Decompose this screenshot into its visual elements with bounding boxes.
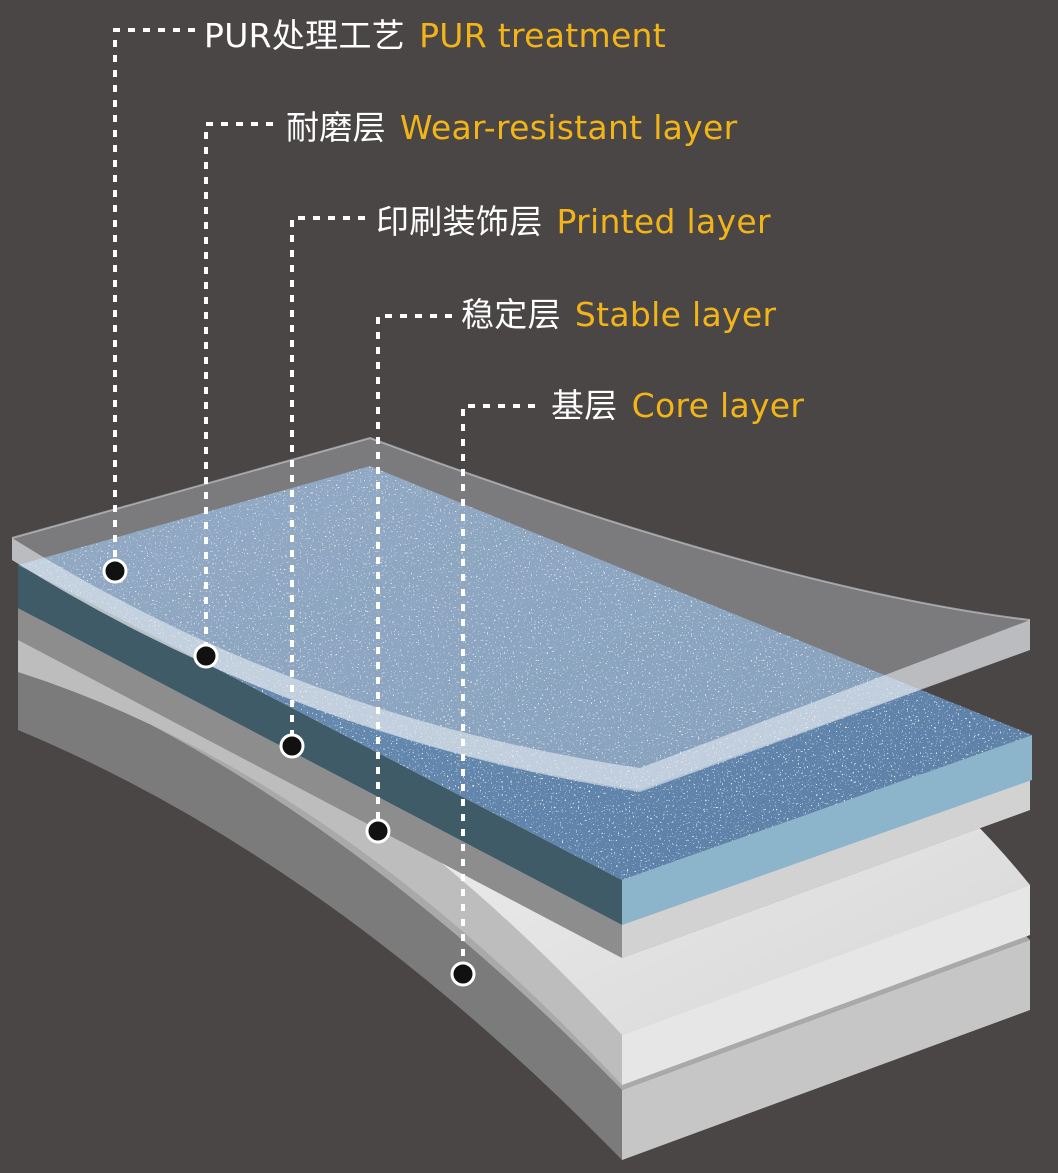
- markers: [102, 558, 476, 987]
- label-wear-cn: 耐磨层: [286, 108, 386, 147]
- marker-core: [450, 961, 476, 987]
- leader-line-pur: [113, 28, 195, 570]
- printed-layer-base-stripe: [18, 608, 1030, 958]
- label-core: 基层 Core layer: [551, 389, 804, 422]
- label-pur: PUR处理工艺 PUR treatment: [204, 19, 666, 52]
- label-stable-en: Stable layer: [574, 295, 777, 334]
- leader-line-wear: [204, 122, 273, 655]
- label-core-en: Core layer: [631, 386, 805, 425]
- marker-wear: [193, 643, 219, 669]
- label-wear-en: Wear-resistant layer: [399, 108, 738, 147]
- marker-pur: [102, 558, 128, 584]
- marker-printed: [279, 733, 305, 759]
- label-core-cn: 基层: [551, 386, 618, 425]
- label-printed-en: Printed layer: [556, 202, 771, 241]
- label-stable: 稳定层 Stable layer: [461, 298, 776, 331]
- leader-line-printed: [290, 216, 365, 745]
- label-pur-en: PUR treatment: [419, 16, 667, 55]
- label-pur-cn: PUR处理工艺: [204, 16, 406, 55]
- marker-stable: [365, 818, 391, 844]
- label-printed: 印刷装饰层 Printed layer: [376, 205, 771, 238]
- label-stable-cn: 稳定层: [461, 295, 561, 334]
- label-printed-cn: 印刷装饰层: [376, 202, 543, 241]
- label-wear: 耐磨层 Wear-resistant layer: [286, 111, 738, 144]
- wear-layer-shape: [11, 436, 1031, 792]
- leader-lines: [113, 28, 535, 972]
